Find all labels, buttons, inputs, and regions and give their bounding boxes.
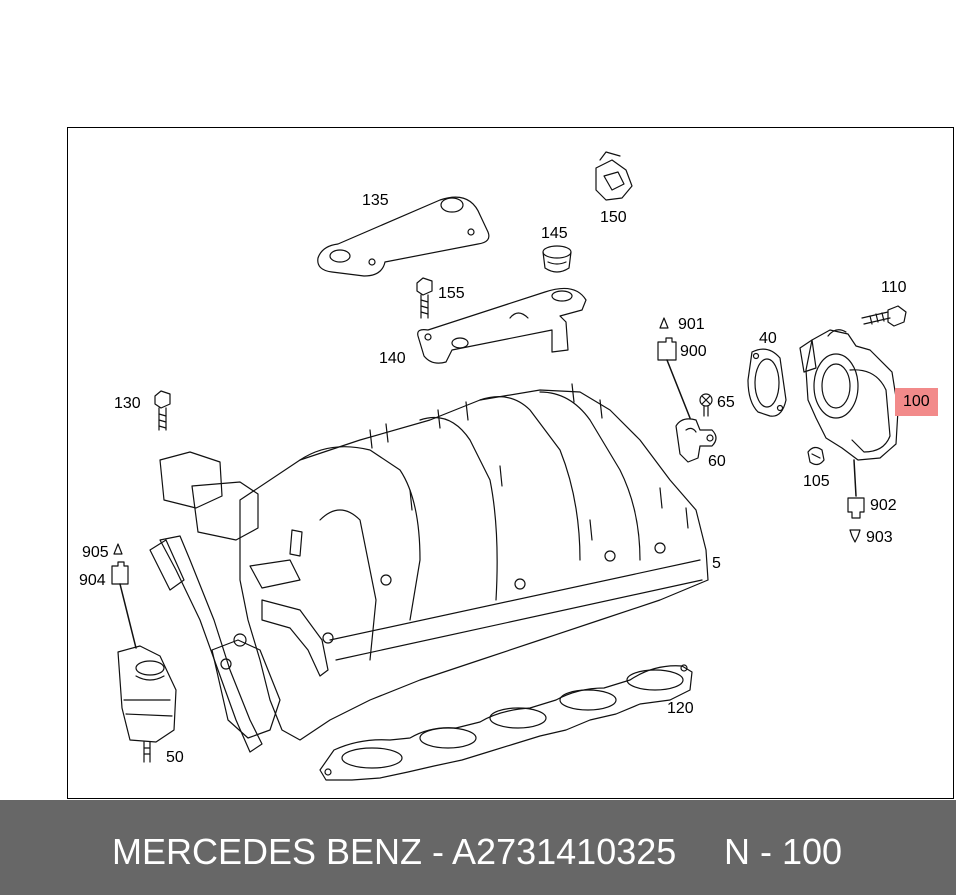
screw-65 xyxy=(699,393,713,417)
connector-904-905 xyxy=(111,543,137,649)
bolt-155 xyxy=(416,277,433,319)
label-part-905: 905 xyxy=(82,544,109,561)
footer-brand-part-number: MERCEDES BENZ - A2731410325 xyxy=(112,831,677,872)
label-part-901: 901 xyxy=(678,316,705,333)
label-part-900: 900 xyxy=(680,343,707,360)
gasket-40 xyxy=(747,348,787,417)
label-part-60: 60 xyxy=(708,453,726,470)
bracket-140 xyxy=(417,287,587,364)
label-part-100-highlighted: 100 xyxy=(895,388,938,416)
throttle-body-100 xyxy=(799,329,899,461)
label-part-140: 140 xyxy=(379,350,406,367)
label-part-65: 65 xyxy=(717,394,735,411)
footer-bar xyxy=(0,800,956,895)
label-part-135: 135 xyxy=(362,192,389,209)
label-part-145: 145 xyxy=(541,225,568,242)
plug-cap-145 xyxy=(542,245,572,273)
label-part-5: 5 xyxy=(712,555,721,572)
label-part-902: 902 xyxy=(870,497,897,514)
sensor-60 xyxy=(675,418,717,463)
label-part-903: 903 xyxy=(866,529,893,546)
footer-reference: N - 100 xyxy=(724,831,843,872)
bolt-110 xyxy=(861,305,907,327)
label-part-105: 105 xyxy=(803,473,830,490)
connector-902-903 xyxy=(847,459,865,543)
clip-150 xyxy=(595,151,633,201)
label-part-110: 110 xyxy=(881,279,907,296)
label-part-155: 155 xyxy=(438,285,465,302)
label-part-40: 40 xyxy=(759,330,777,347)
label-part-120: 120 xyxy=(667,700,694,717)
label-part-50: 50 xyxy=(166,749,184,766)
label-part-904: 904 xyxy=(79,572,106,589)
clamp-105 xyxy=(807,446,825,466)
bolt-130 xyxy=(154,390,171,431)
valve-50 xyxy=(117,645,177,763)
bracket-135 xyxy=(317,196,490,277)
label-part-130: 130 xyxy=(114,395,141,412)
diagram-frame xyxy=(67,127,954,799)
label-part-150: 150 xyxy=(600,209,627,226)
actuator-assembly xyxy=(149,451,334,753)
gasket-120 xyxy=(319,664,693,781)
connector-900-901 xyxy=(657,317,691,419)
intake-manifold-5 xyxy=(239,383,709,741)
